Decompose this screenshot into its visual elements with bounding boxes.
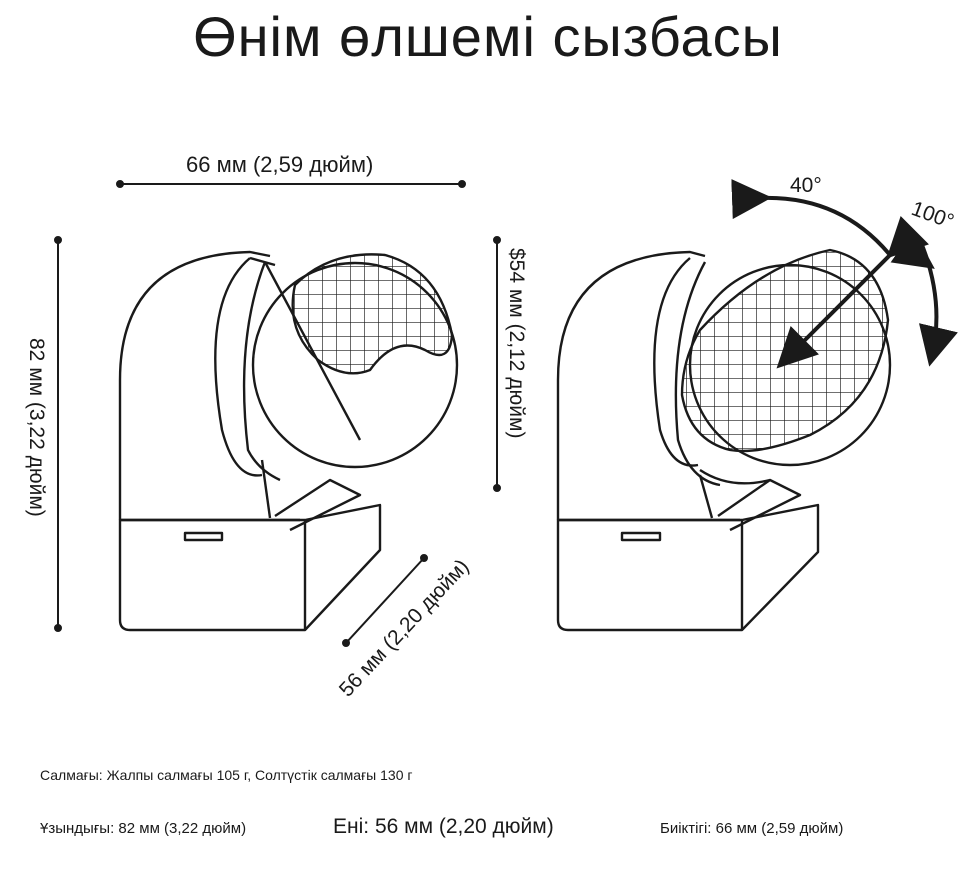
spec-weight: Салмағы: Жалпы салмағы 105 г, Солтүстік … bbox=[40, 767, 413, 783]
page-title: Өнім өлшемі сызбасы bbox=[193, 5, 783, 68]
diagonal-rotation-arrow bbox=[776, 216, 929, 369]
spec-length: Ұзындығы: 82 мм (3,22 дюйм) bbox=[40, 820, 247, 837]
angle-100-label: 100° bbox=[908, 197, 957, 233]
sensor-body bbox=[118, 250, 271, 520]
sensor-base bbox=[118, 503, 382, 632]
vertical-rotation-arrow bbox=[918, 238, 958, 367]
spec-width: Ені: 56 мм (2,20 дюйм) bbox=[333, 815, 554, 838]
horizontal-rotation-arrow bbox=[731, 179, 892, 257]
rotation-arrows bbox=[731, 179, 958, 369]
sensor-lens-rotated bbox=[680, 248, 890, 453]
sensor-lens bbox=[291, 253, 454, 375]
dimension-lines bbox=[54, 180, 501, 647]
sensor-front-view bbox=[118, 250, 459, 632]
dim-height-label-wrap: 82 мм (3,22 дюйм) bbox=[25, 338, 48, 517]
dim-width-label: 66 мм (2,59 дюйм) bbox=[186, 152, 374, 177]
angle-40-label: 40° bbox=[790, 174, 822, 197]
dim-height-label: 82 мм (3,22 дюйм) bbox=[25, 338, 48, 517]
dim-depth-label: $54 мм (2,12 дюйм) bbox=[505, 248, 528, 438]
spec-height: Биіктігі: 66 мм (2,59 дюйм) bbox=[660, 820, 844, 837]
